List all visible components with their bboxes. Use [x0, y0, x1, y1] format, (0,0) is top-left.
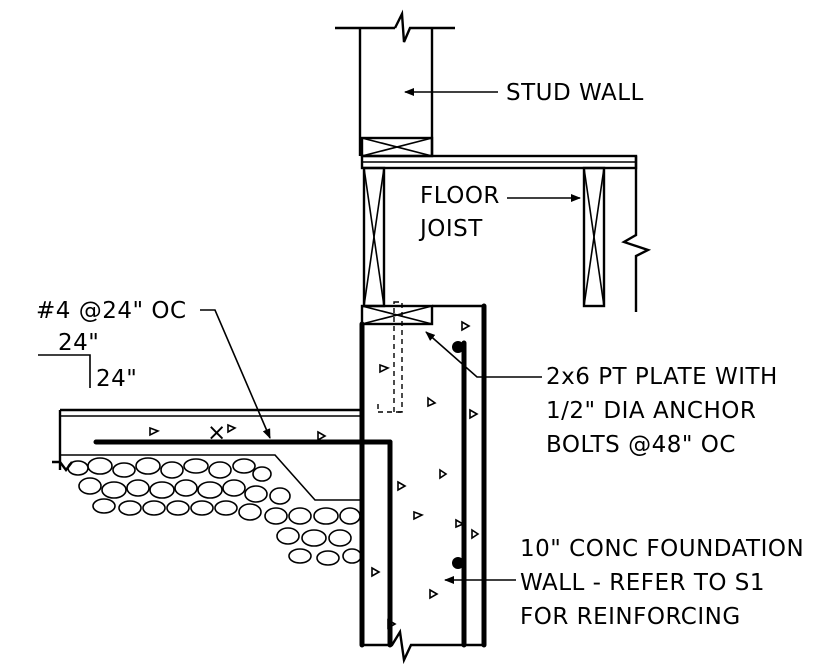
label-dim-a: 24"	[58, 330, 99, 356]
label-stud-wall: STUD WALL	[506, 80, 644, 106]
rebar-mark: ×	[207, 420, 227, 446]
label-plate-line1: 2x6 PT PLATE WITH	[546, 364, 778, 390]
label-dim-b: 24"	[96, 366, 137, 392]
label-plate-line3: BOLTS @48" OC	[546, 432, 736, 458]
label-floor: FLOOR	[420, 183, 500, 209]
slab: ×	[52, 408, 393, 648]
label-wall-line2: WALL - REFER TO S1	[520, 570, 765, 596]
floor-framing	[360, 154, 652, 326]
label-wall-line1: 10" CONC FOUNDATION	[520, 536, 804, 562]
label-rebar-spec: #4 @24" OC	[36, 298, 187, 324]
label-joist: JOIST	[418, 216, 483, 242]
label-plate-line2: 1/2" DIA ANCHOR	[546, 398, 756, 424]
stud-wall	[335, 9, 455, 158]
foundation-wall	[359, 301, 487, 665]
leaders	[38, 88, 581, 584]
label-wall-line3: FOR REINFORCING	[520, 604, 741, 630]
